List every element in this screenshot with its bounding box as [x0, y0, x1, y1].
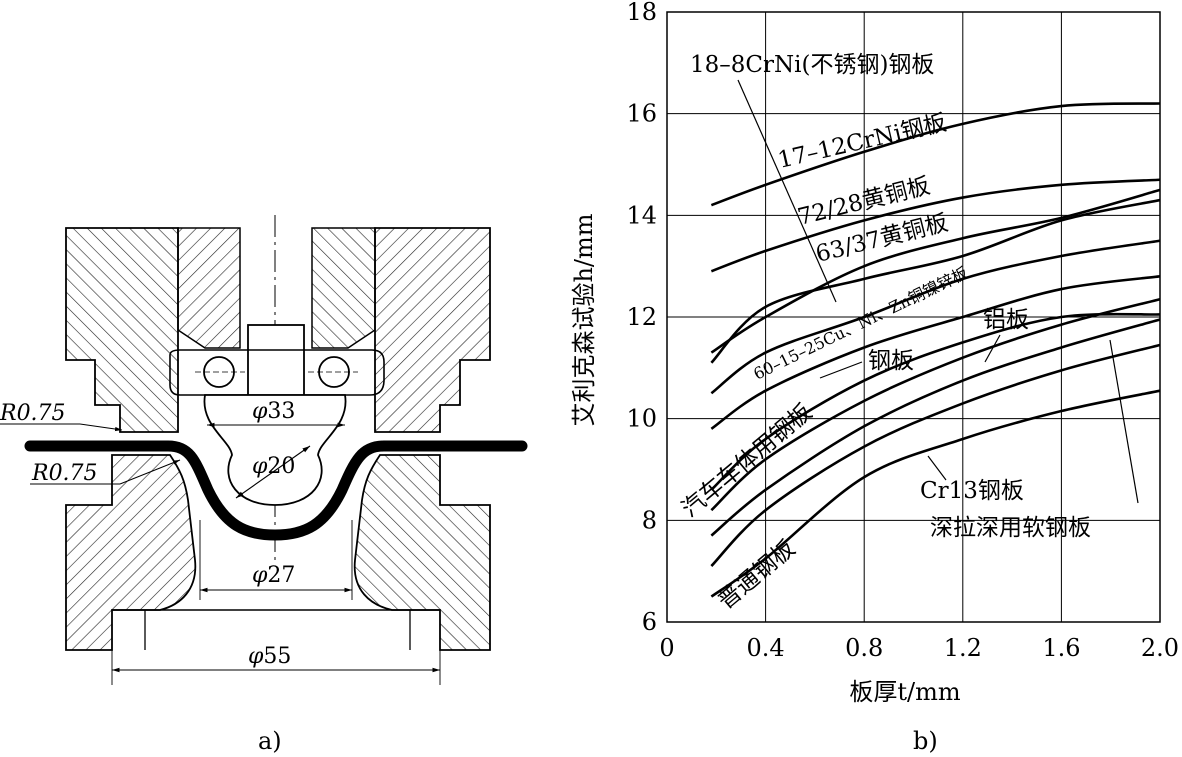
series-line-9	[710, 343, 1161, 567]
chart-area: 0 0.4 0.8 1.2 1.6 2.0 6 8 10 12 14 16 18	[626, 0, 1179, 662]
y-tick-label: 16	[626, 100, 657, 128]
dim-line-20	[235, 445, 311, 499]
tick-labels: 0 0.4 0.8 1.2 1.6 2.0 6 8 10 12 14 16 18	[626, 0, 1179, 662]
panel-b-caption: b)	[913, 727, 938, 755]
diameter-20-label: φ20	[252, 454, 295, 479]
x-tick-label: 1.2	[944, 634, 982, 662]
x-tick-label: 2.0	[1141, 634, 1179, 662]
panel-a-labels: R0.75 R0.75 φ33 φ20 φ27 φ55 a)	[0, 399, 295, 755]
series-line-1	[710, 178, 1161, 273]
panel-a-drawing	[0, 215, 528, 685]
label-cr13: Cr13钢板	[920, 478, 1024, 504]
radius-label-upper: R0.75	[0, 401, 66, 426]
guide-sleeve-left	[177, 227, 241, 349]
y-tick-label: 10	[626, 405, 657, 433]
series-line-2	[710, 188, 1161, 354]
series-line-4	[710, 239, 1161, 395]
label-crni1712: 17–12CrNi钢板	[776, 110, 950, 174]
label-stainless: 18–8CrNi(不锈钢)钢板	[690, 52, 934, 78]
series-line-8	[710, 318, 1161, 537]
series-line-6	[710, 312, 1161, 491]
y-tick-label: 8	[642, 506, 657, 534]
test-sheet	[24, 440, 528, 541]
diameter-33-label: φ33	[252, 399, 295, 424]
upper-clamp-left	[65, 227, 179, 433]
y-axis-label: 艾利克森试验h/mm	[570, 213, 598, 426]
y-tick-label: 6	[642, 608, 657, 636]
y-tick-label: 18	[626, 0, 657, 26]
x-tick-label: 0.8	[845, 634, 883, 662]
x-tick-label: 0	[659, 634, 674, 662]
label-steel: 钢板	[868, 348, 914, 374]
x-tick-label: 0.4	[747, 634, 785, 662]
bearing-holder	[169, 349, 385, 396]
x-axis-label: 板厚t/mm	[849, 678, 960, 706]
series-line-10	[710, 389, 1161, 598]
series-line-7	[710, 297, 1161, 512]
guide-sleeve-right	[311, 227, 376, 349]
panel-a-caption: a)	[258, 727, 282, 755]
diameter-55-label: φ55	[248, 644, 291, 669]
leader-lines	[737, 79, 1139, 504]
series-line-5	[710, 275, 1161, 430]
lower-die-right	[353, 454, 491, 651]
label-aluminum: 铝板	[983, 307, 1029, 333]
upper-clamp-right	[374, 227, 491, 433]
y-tick-label: 14	[626, 201, 657, 229]
series-line-3	[710, 198, 1161, 364]
series-line-0	[710, 102, 1161, 207]
y-tick-label: 12	[626, 303, 657, 331]
diameter-27-label: φ27	[252, 563, 295, 588]
series-group	[710, 102, 1161, 598]
x-tick-label: 1.6	[1042, 634, 1080, 662]
radius-label-lower: R0.75	[31, 461, 98, 486]
label-deepdraw: 深拉深用软钢板	[930, 515, 1091, 541]
